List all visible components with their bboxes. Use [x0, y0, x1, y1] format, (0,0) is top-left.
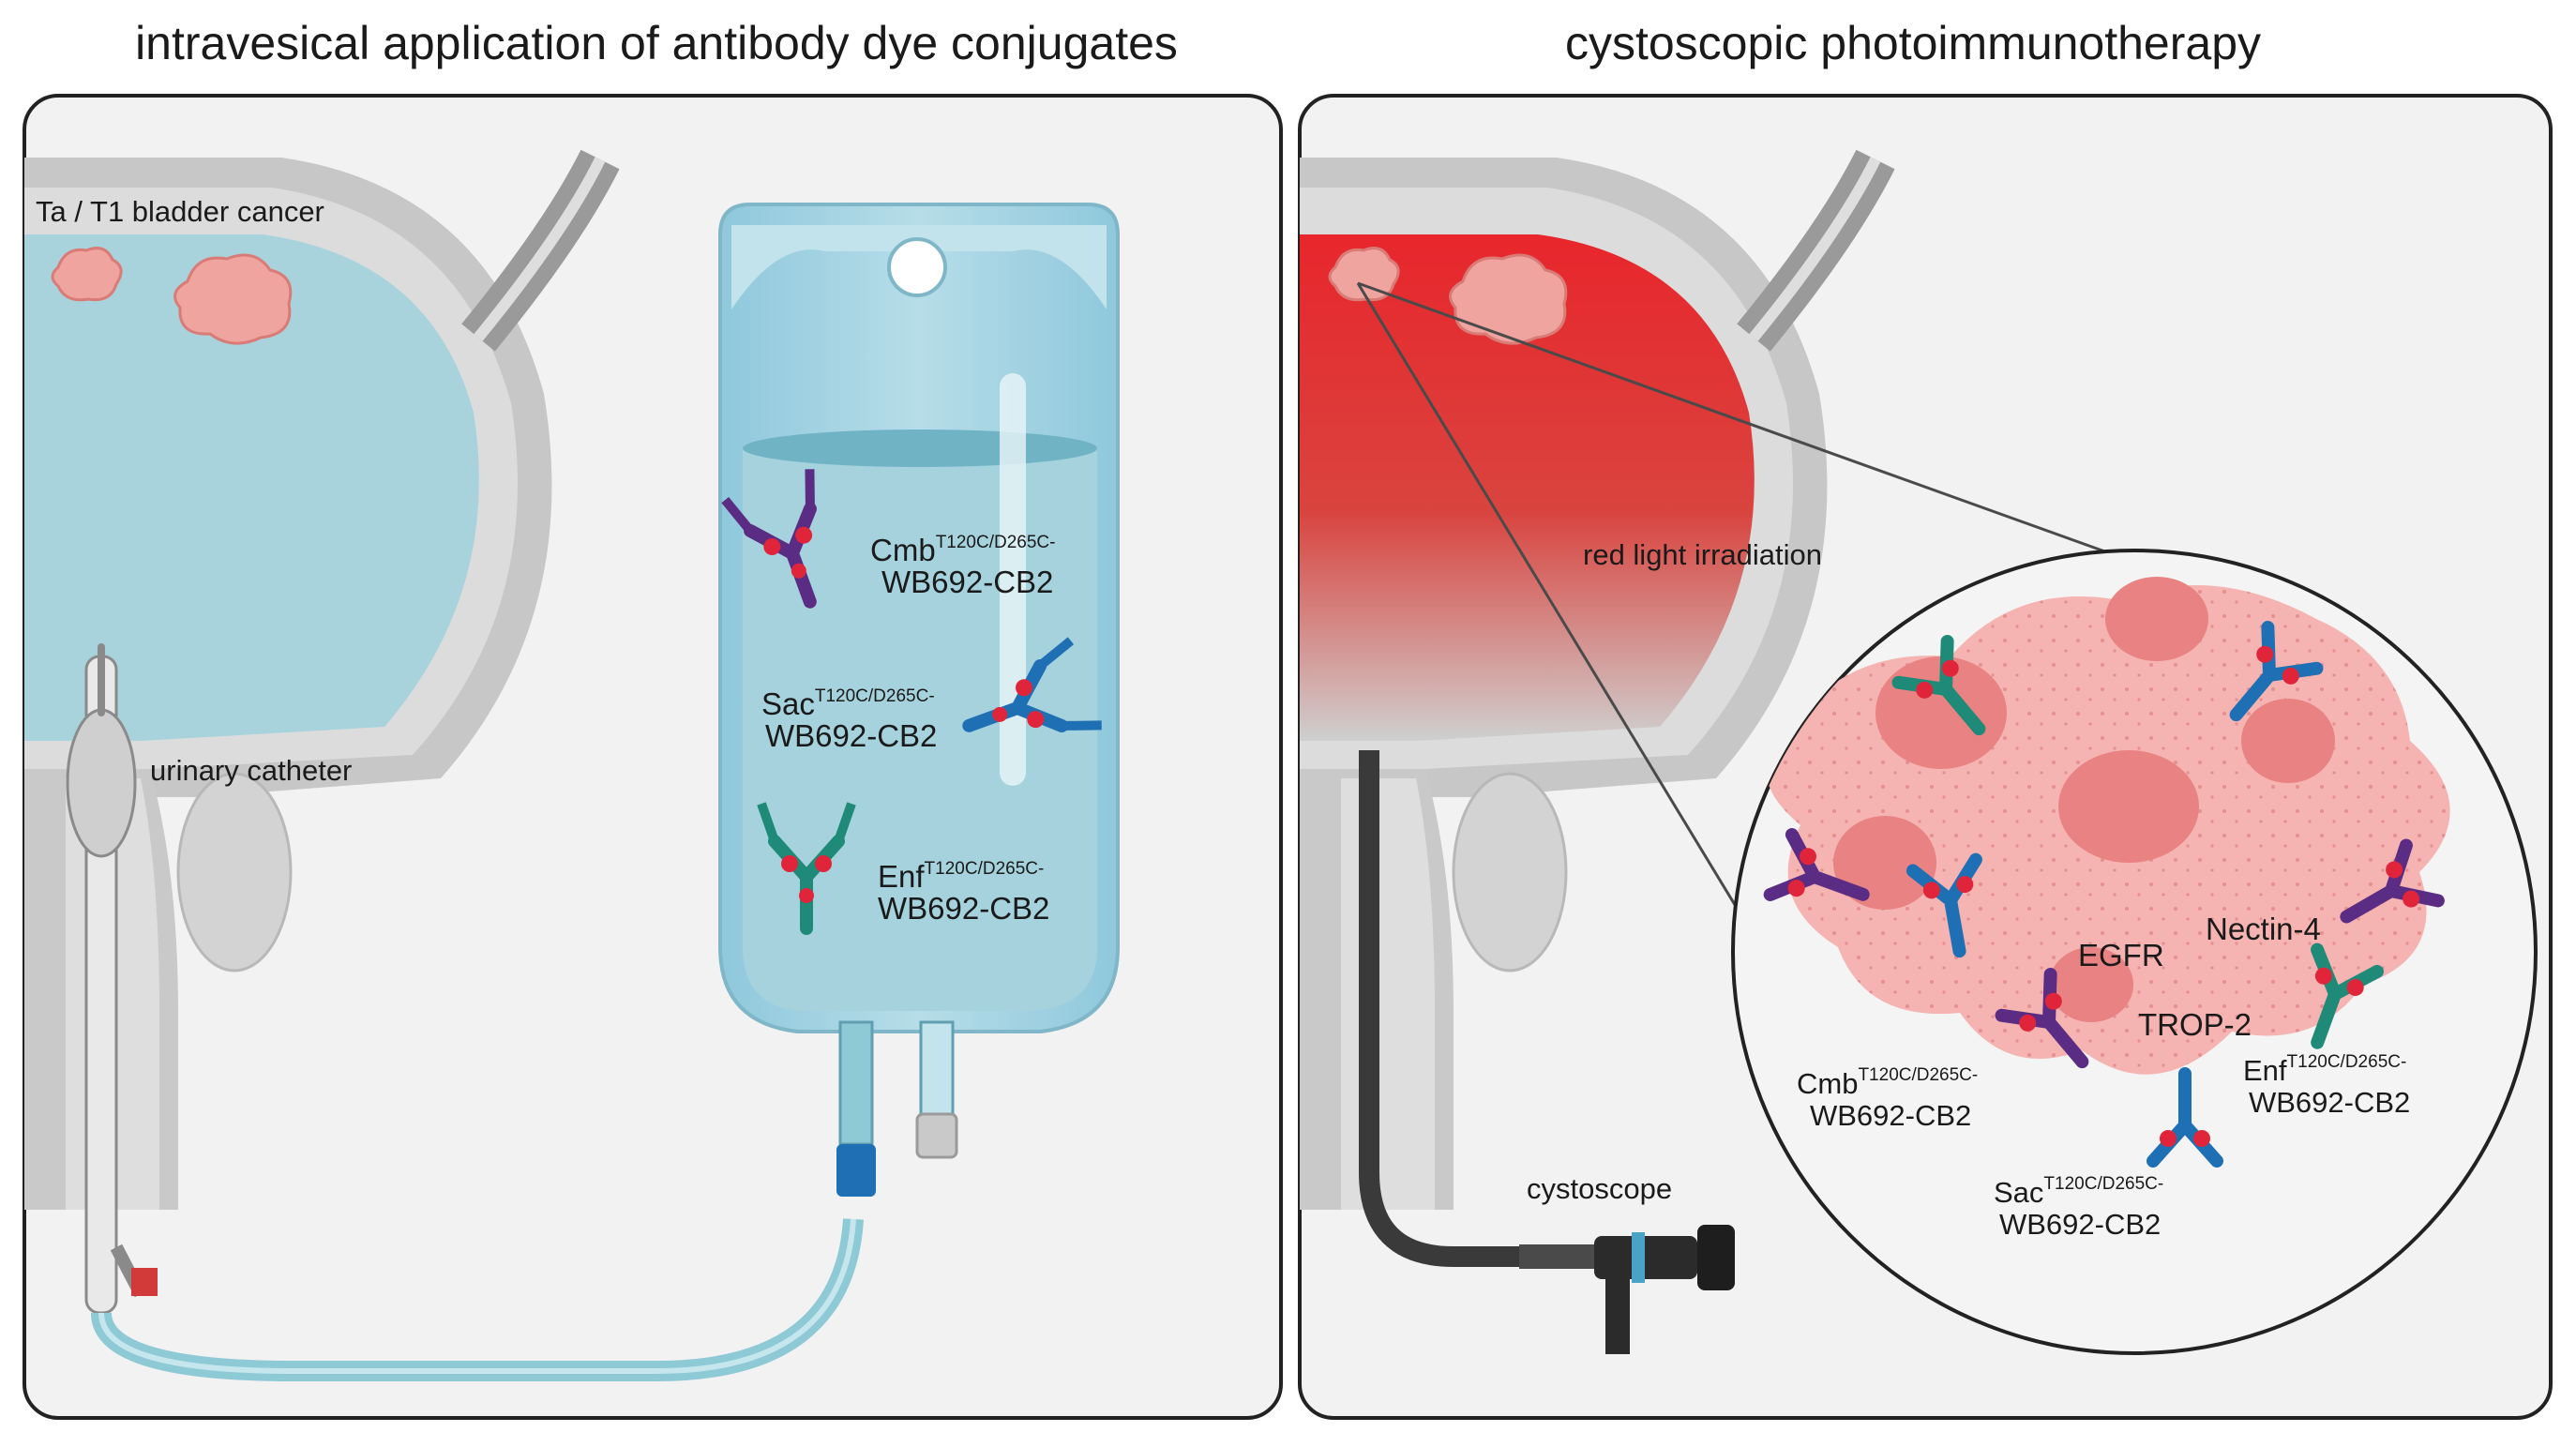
cystoscope-body [1594, 1236, 1697, 1279]
zoom-antibody-sac-3 [2147, 1067, 2223, 1168]
cell-nucleus-2 [2105, 577, 2208, 661]
bag-label-sac: SacT120C/D265C- [761, 686, 935, 721]
bag-label-cmb-line2: WB692-CB2 [881, 565, 1053, 599]
bag-antibody-enf [757, 802, 856, 935]
bag-connector [836, 1144, 876, 1197]
zoom-line-top [1357, 281, 2111, 555]
cystoscope-ring [1632, 1232, 1645, 1283]
zoom-antibody-cmb-3 [1995, 968, 2089, 1069]
zoom-antibody-sac-2 [1906, 852, 1982, 958]
cell-nucleus-6 [2049, 947, 2133, 1022]
small-tumor [51, 247, 123, 302]
bag-antibody-cmb [721, 469, 817, 609]
zoom-antibody-cmb-1 [1763, 828, 1870, 901]
zoom-antibody-cmb-2 [2340, 838, 2445, 924]
bag-port-2 [919, 1020, 955, 1127]
bag-port-1 [838, 1020, 874, 1146]
left-title: intravesical application of antibody dye… [135, 17, 1178, 69]
egfr-label: EGFR [2078, 938, 2164, 972]
zoom-label-cmb: CmbT120C/D265C- [1797, 1065, 1978, 1100]
urethra-channel-right [1341, 778, 1435, 1210]
tumor-right-small [1328, 247, 1400, 302]
catheter-balloon [66, 708, 137, 858]
irradiation-label: red light irradiation [1583, 538, 1822, 571]
right-panel: red light irradiation cystoscope EGFR Ne… [1298, 94, 2553, 1420]
tumor-label: Ta / T1 bladder cancer [36, 195, 324, 228]
zoom-label-cmb-line2: WB692-CB2 [1810, 1099, 1971, 1132]
bag-label-sac-line2: WB692-CB2 [765, 718, 937, 753]
nectin-label: Nectin-4 [2206, 912, 2321, 946]
cystoscope-shaft [1359, 750, 1519, 1267]
bag-port-cap [915, 1112, 958, 1159]
ureter-lumen [474, 157, 606, 341]
bag-label-cmb: CmbT120C/D265C- [870, 533, 1055, 567]
trop-label: TROP-2 [2138, 1007, 2252, 1042]
catheter-valve [131, 1268, 158, 1296]
zoom-antibody-enf-1 [1891, 635, 1986, 736]
bag-antibody-sac [962, 637, 1102, 732]
zoom-label-sac-line2: WB692-CB2 [1999, 1208, 2161, 1241]
prostate [176, 772, 293, 972]
zoom-label-enf-line2: WB692-CB2 [2249, 1086, 2410, 1119]
cell-nucleus-3 [2058, 750, 2199, 863]
right-title: cystoscopic photoimmunotherapy [1565, 17, 2261, 69]
bag-label-enf: EnfT120C/D265C- [878, 859, 1044, 894]
tumor-right-large [1449, 253, 1568, 345]
zoom-label-enf: EnfT120C/D265C- [2243, 1052, 2406, 1087]
bag-fluid-surface [743, 430, 1097, 467]
catheter-label: urinary catheter [150, 754, 352, 787]
cystoscope-eyepiece [1697, 1225, 1735, 1290]
bag-hang-hole [887, 237, 947, 297]
cystoscope-label: cystoscope [1527, 1172, 1672, 1205]
zoom-antibody-enf-2 [2311, 942, 2384, 1049]
infusion-tube-highlight [98, 1218, 856, 1374]
bag-hanger [731, 225, 1107, 309]
zoom-antibody-sac-1 [2229, 621, 2324, 722]
large-tumor [173, 253, 293, 345]
bag-label-enf-line2: WB692-CB2 [878, 891, 1049, 926]
prostate-right [1452, 772, 1568, 972]
ureter-lumen-right [1749, 157, 1881, 341]
irradiated-bladder [1300, 234, 1755, 741]
left-panel: Ta / T1 bladder cancer urinary catheter … [23, 94, 1283, 1420]
bladder-urine [24, 234, 479, 741]
cystoscope-handle [1605, 1279, 1630, 1354]
zoom-label-sac: SacT120C/D265C- [1994, 1174, 2163, 1209]
cell-nucleus-4 [2241, 699, 2335, 783]
